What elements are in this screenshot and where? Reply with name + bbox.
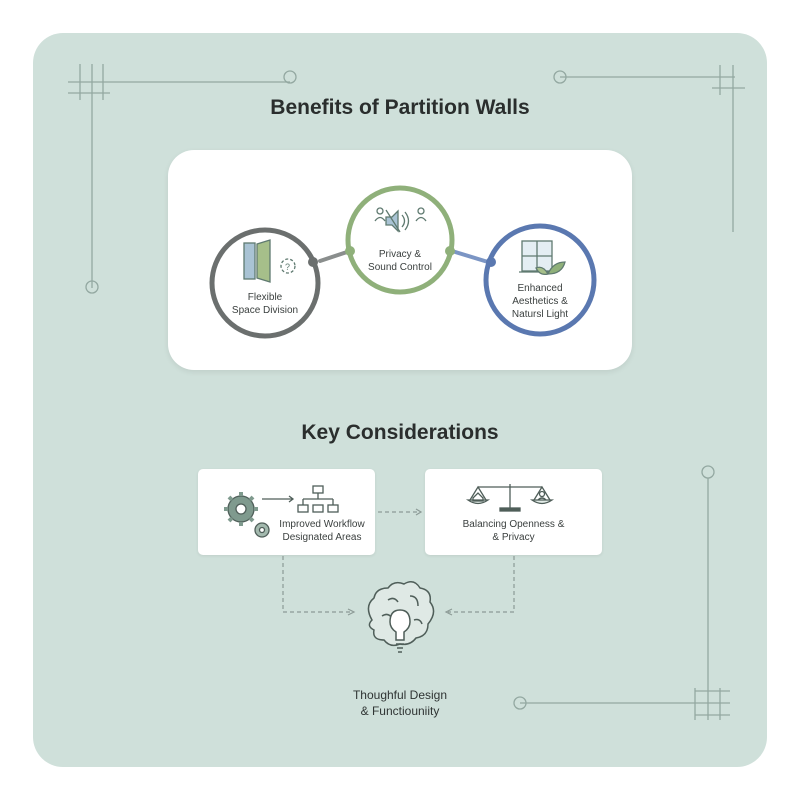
result-label: Thoughful Design & Functiouniity <box>352 688 448 718</box>
benefit-label-flexible: Flexible Space Division <box>231 292 299 316</box>
workflow-label: Improved Workflow Designated Areas <box>279 519 365 543</box>
considerations-title: Key Considerations <box>301 421 499 444</box>
balance-box <box>425 469 602 555</box>
balance-label: Balancing Openness & & Privacy <box>462 519 565 543</box>
benefit-label-privacy: Privacy & Sound Control <box>368 249 432 273</box>
background-panel <box>33 33 767 767</box>
benefit-label-aesthetics: Enhanced Aesthetics & Natursl Light <box>511 283 569 320</box>
benefits-title: Benefits of Partition Walls <box>270 96 530 119</box>
